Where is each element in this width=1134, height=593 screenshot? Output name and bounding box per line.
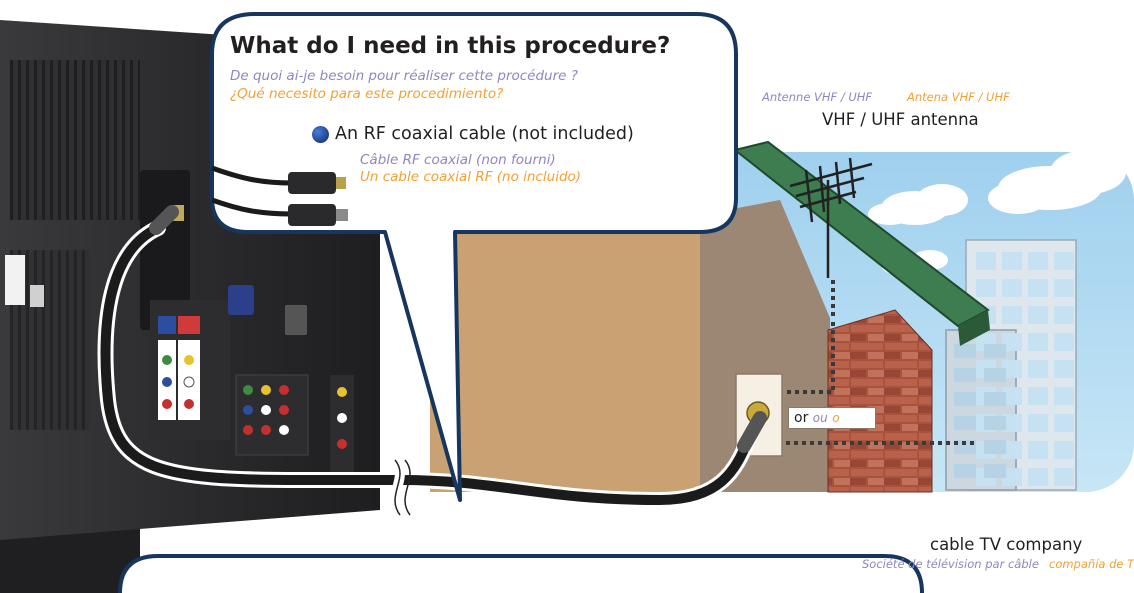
brick-wall	[827, 309, 933, 493]
or-label: or	[794, 410, 809, 426]
antenna-label: VHF / UHF antenna	[822, 110, 979, 129]
window	[954, 392, 976, 406]
house-roof	[732, 140, 990, 346]
window	[984, 344, 1006, 358]
building-windows	[954, 252, 1074, 486]
or-label-box: or ou o	[788, 407, 876, 429]
window	[1028, 441, 1048, 459]
callout-subtitle-french: De quoi ai-je besoin pour réaliser cette…	[230, 68, 578, 84]
window	[984, 416, 1006, 430]
window	[1002, 441, 1022, 459]
window	[954, 464, 976, 478]
window	[984, 464, 1006, 478]
window	[984, 392, 1006, 406]
window	[1028, 468, 1048, 486]
window	[1002, 306, 1022, 324]
window	[1028, 279, 1048, 297]
cable-company-label-french: Société de télévision par câble	[862, 557, 1039, 571]
cable-company-label-spanish: compañía de T	[1049, 557, 1134, 571]
window	[1028, 306, 1048, 324]
cable-break-mark	[390, 456, 411, 518]
window	[984, 440, 1006, 454]
antenna-label-spanish: Antena VHF / UHF	[907, 90, 1010, 104]
vhf-uhf-antenna-icon	[789, 157, 873, 278]
window	[1054, 333, 1074, 351]
cloud-middle	[868, 184, 968, 225]
callout-subtitle-spanish: ¿Qué necesito para este procedimiento?	[230, 86, 504, 102]
bullet-icon	[312, 126, 329, 143]
tv-connector-panel	[150, 205, 354, 475]
window	[1002, 468, 1022, 486]
antenna-feed-dotted-line	[786, 280, 835, 394]
required-item-label: An RF coaxial cable (not included)	[335, 124, 634, 144]
window	[1054, 441, 1074, 459]
window	[1028, 387, 1048, 405]
cloud-right-top	[988, 150, 1126, 214]
callout-title: What do I need in this procedure?	[230, 33, 671, 59]
window	[1054, 279, 1074, 297]
window	[1054, 252, 1074, 270]
window	[1028, 414, 1048, 432]
cable-company-label: cable TV company	[930, 535, 1083, 554]
window	[1002, 360, 1022, 378]
required-item-spanish: Un cable coaxial RF (no incluido)	[360, 169, 582, 185]
window	[1002, 414, 1022, 432]
window	[1054, 360, 1074, 378]
window	[976, 279, 996, 297]
window	[976, 252, 996, 270]
antenna-label-french: Antenne VHF / UHF	[762, 90, 873, 104]
window	[1054, 414, 1074, 432]
window	[1002, 279, 1022, 297]
window	[1028, 360, 1048, 378]
or-label-spanish: o	[832, 411, 840, 425]
window	[1028, 333, 1048, 351]
requirements-callout	[210, 12, 738, 502]
coaxial-cable-sample-icon	[211, 165, 348, 226]
window	[1028, 252, 1048, 270]
window	[1054, 468, 1074, 486]
window	[1002, 252, 1022, 270]
window	[984, 368, 1006, 382]
or-label-french: ou	[812, 411, 828, 425]
rf-coaxial-cable	[97, 205, 767, 509]
next-step-callout	[118, 554, 924, 593]
window	[1002, 387, 1022, 405]
window	[1054, 306, 1074, 324]
window	[1002, 333, 1022, 351]
window	[954, 416, 976, 430]
window	[954, 368, 976, 382]
window	[1054, 387, 1074, 405]
required-item-french: Câble RF coaxial (non fourni)	[360, 152, 556, 168]
window	[954, 344, 976, 358]
